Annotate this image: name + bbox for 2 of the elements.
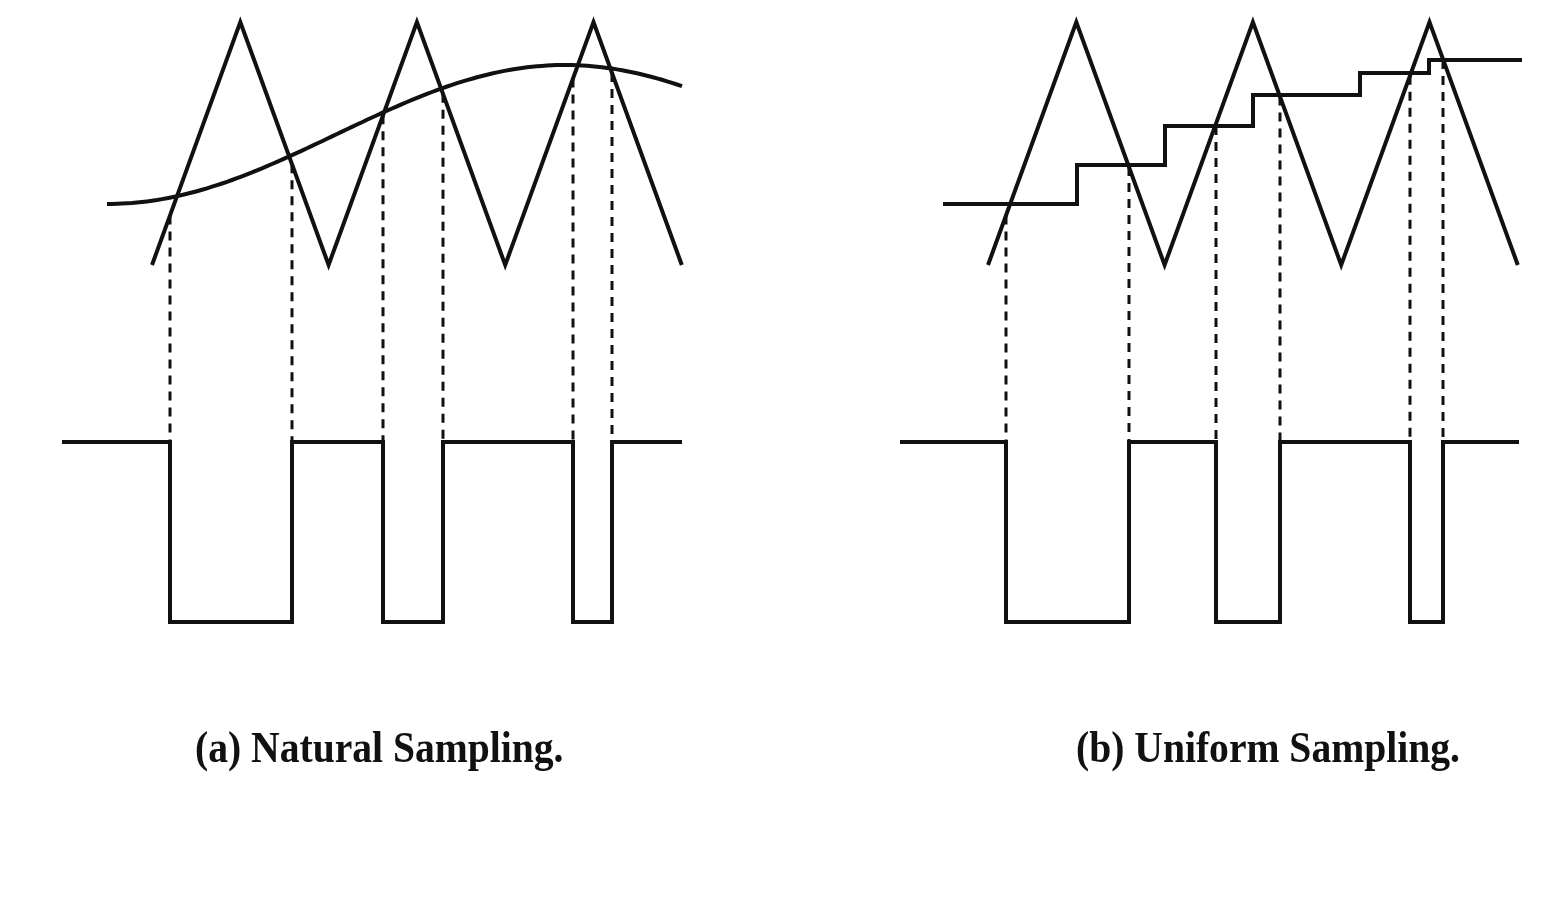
figure-caption: (a) Natural Sampling. bbox=[195, 722, 564, 773]
figure-caption: (b) Uniform Sampling. bbox=[1076, 722, 1460, 773]
